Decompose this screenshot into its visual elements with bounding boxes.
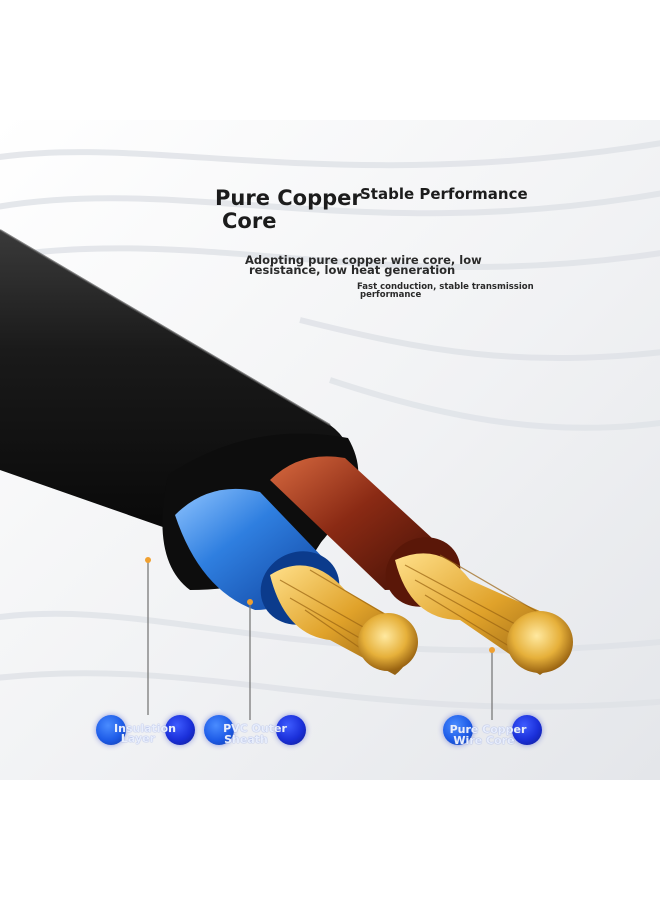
- cable-photo: [0, 120, 660, 780]
- callout-insulation-line1: Insulation: [114, 722, 176, 735]
- desc-right-line1: Fast conduction, stable transmission: [357, 282, 534, 292]
- callout-copper-line2: Wire Core: [453, 734, 515, 747]
- callout-pvc-line1: PVC Outer: [223, 722, 287, 735]
- copper-strands-right: [395, 553, 573, 675]
- callout-pvc-line2: Sheath: [224, 733, 268, 746]
- leader-lines: [147, 560, 493, 720]
- callout-dot-copper-left: [443, 715, 473, 745]
- copper-strands-left: [270, 565, 418, 675]
- callout-dot-insulation-right: [165, 715, 195, 745]
- headline-title-right: Stable Performance: [360, 185, 528, 203]
- desc-left-line1: Adopting pure copper wire core, low: [245, 253, 482, 267]
- callout-dot-insulation-left: [96, 715, 126, 745]
- headline-title-line1: Pure Copper: [215, 186, 362, 210]
- callout-dot-copper-right: [512, 715, 542, 745]
- callout-insulation-line2: Layer: [120, 732, 156, 745]
- callout-dot-pvc-left: [204, 715, 234, 745]
- headline-title-line2: Core: [222, 209, 277, 233]
- callout-dot-pvc-right: [276, 715, 306, 745]
- callout-copper-line1: Pure Copper: [449, 723, 527, 736]
- desc-left-line2: resistance, low heat generation: [249, 263, 456, 277]
- desc-right-line2: performance: [360, 290, 422, 300]
- cable-illustration: [0, 120, 660, 780]
- leader-dots: [145, 557, 495, 653]
